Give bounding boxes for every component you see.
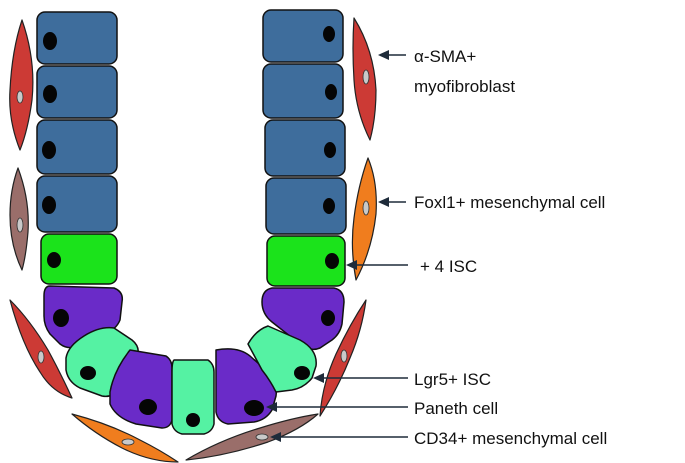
label-sma-line2: myofibroblast (414, 77, 515, 96)
cell-nucleus (186, 413, 200, 427)
label-lgr5-isc: Lgr5+ ISC (414, 370, 491, 389)
fibroblast-nucleus (16, 217, 24, 233)
paneth-cell (261, 287, 345, 351)
cell-nucleus (47, 252, 61, 268)
enterocyte-cell (36, 175, 118, 233)
enterocyte-cell (264, 119, 346, 177)
right-cell-column (261, 9, 347, 351)
cell-nucleus (42, 141, 56, 159)
left-cell-column (36, 11, 124, 349)
enterocyte-cell (36, 11, 118, 65)
cell-nucleus (53, 309, 69, 327)
lgr5-isc-cell (171, 359, 215, 435)
lgr5-isc-cell (247, 325, 317, 393)
fibroblast-nucleus (255, 433, 269, 441)
crypt-base (65, 325, 317, 435)
label-sma-line1: α-SMA+ (414, 47, 476, 66)
cd34-mesenchymal-left-mid (9, 167, 29, 271)
label-paneth: Paneth cell (414, 399, 498, 418)
fibroblast-nucleus (121, 438, 135, 446)
enterocyte-cell (265, 177, 347, 235)
arrowhead-paneth (266, 402, 277, 412)
cell-nucleus (323, 26, 335, 42)
fibroblast-nucleus (340, 349, 348, 363)
foxl1-mesenchymal-bottom-left (71, 413, 179, 463)
cell-nucleus (80, 366, 96, 380)
cell-nucleus (325, 84, 337, 100)
arrowhead-sma (378, 50, 389, 60)
cell-nucleus (294, 366, 310, 380)
sma-myofibroblast-right-top (352, 17, 377, 141)
sma-myofibroblast-right-bottom (319, 299, 367, 417)
cell-nucleus (325, 253, 339, 269)
plus4-isc-cell-right (266, 235, 346, 287)
arrowhead-lgr5-isc (313, 373, 324, 383)
foxl1-mesenchymal-right (351, 157, 377, 281)
fibroblast-nucleus (37, 350, 45, 364)
arrowhead-cd34 (270, 432, 281, 442)
plus4-isc-cell-left (40, 233, 118, 285)
cell-nucleus (43, 85, 57, 103)
label-foxl1: Foxl1+ mesenchymal cell (414, 193, 605, 212)
sma-myofibroblast-left-top (9, 19, 34, 151)
cell-nucleus (42, 196, 56, 214)
cell-nucleus (323, 198, 335, 214)
cell-nucleus (43, 32, 57, 50)
arrowhead-foxl1 (378, 197, 389, 207)
fibroblast-nucleus (16, 90, 24, 104)
sma-myofibroblast-left-bottom (9, 299, 73, 399)
cell-nucleus (244, 400, 264, 416)
mesenchymal-cells (9, 17, 377, 463)
enterocyte-cell (36, 119, 118, 175)
enterocyte-cell (36, 65, 118, 119)
labels: α-SMA+ myofibroblast Foxl1+ mesenchymal … (414, 47, 607, 448)
paneth-cell (109, 349, 173, 429)
enterocyte-cell (262, 63, 344, 119)
enterocyte-cell (262, 9, 344, 63)
cell-nucleus (321, 310, 335, 326)
label-cd34: CD34+ mesenchymal cell (414, 429, 607, 448)
arrowhead-plus4-isc (346, 260, 357, 270)
fibroblast-nucleus (362, 69, 370, 85)
fibroblast-nucleus (362, 200, 370, 216)
label-arrows (266, 50, 408, 442)
label-plus4-isc: + 4 ISC (420, 257, 477, 276)
cell-nucleus (139, 399, 157, 415)
cell-nucleus (324, 142, 336, 158)
cd34-mesenchymal-bottom-right (185, 413, 319, 461)
